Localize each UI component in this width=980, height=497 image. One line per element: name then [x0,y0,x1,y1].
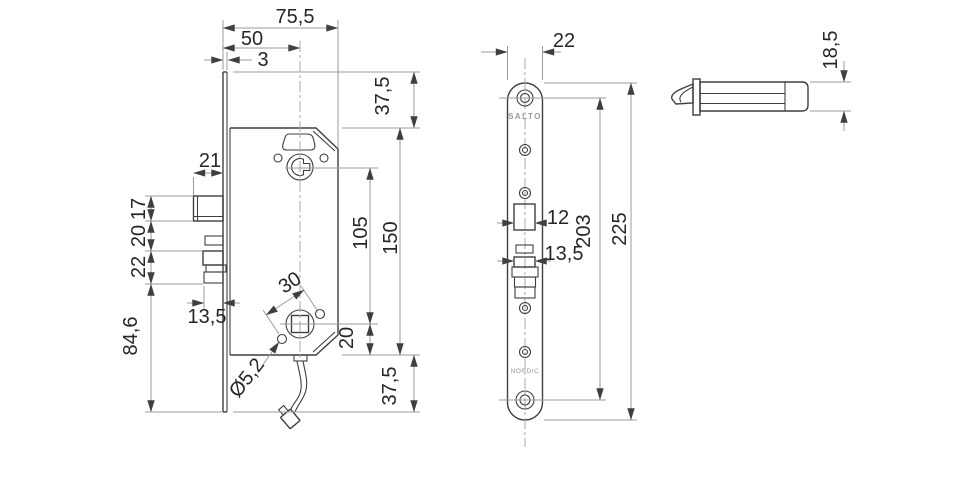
dim-faceplate-height: 225 [609,212,631,246]
dim-cylinder-to-follower: 105 [350,216,372,250]
dim-deadbolt-cutout-width: 13,5 [544,243,584,265]
lock-case-outline [230,127,339,356]
dim-deadbolt-height: 22 [128,255,150,279]
screw-hole [518,143,532,157]
dim-latch-protrusion: 21 [198,150,222,172]
fixing-hole [276,333,288,345]
latch-head [671,82,694,105]
screw-hole [518,301,532,315]
dim-latch-height: 17 [128,197,150,221]
dim-lower-section: 84,6 [120,316,142,356]
screw-hole [518,345,532,359]
fixing-hole [314,308,326,320]
lock-body-view [192,71,339,430]
brand-logo-text: SALTO [508,112,542,121]
dim-top-margin: 37,5 [372,76,394,116]
latch-cutout [513,203,536,231]
latch-body [699,81,809,112]
dim-screw-hole-spacing: 203 [573,214,595,248]
top-cutout [282,133,316,151]
dim-backset: 50 [240,28,264,50]
dim-deadbolt-throw: 13,5 [187,306,227,328]
dim-overall-depth: 75,5 [275,6,315,28]
dim-latch-cutout-width: 12 [546,207,570,229]
series-text: NORDIC [510,367,540,375]
cylinder-profile [291,158,311,176]
deadbolt [202,250,224,266]
dim-latch-height-profile: 18,5 [820,30,842,70]
faceplate-section [692,78,701,116]
dim-faceplate-width: 22 [552,30,576,52]
dimension-lines [145,20,851,421]
latch-bolt [192,195,224,222]
cable [290,360,302,410]
screw-hole [518,186,532,200]
cylinder-side-hole [273,153,283,163]
dim-bottom-margin: 37,5 [379,366,401,406]
cylinder-hole [286,153,314,181]
cable-connector [277,404,301,430]
dim-case-height: 150 [380,221,402,255]
aux-latch-cutout [515,244,534,254]
cylinder-side-hole [319,153,329,163]
dim-faceplate-thickness: 3 [257,49,269,71]
dim-follower-to-case-bottom: 20 [336,326,358,350]
dim-latch-deadbolt-gap: 20 [128,224,150,248]
auxiliary-latch [204,235,224,246]
latch-profile-view [671,78,809,116]
